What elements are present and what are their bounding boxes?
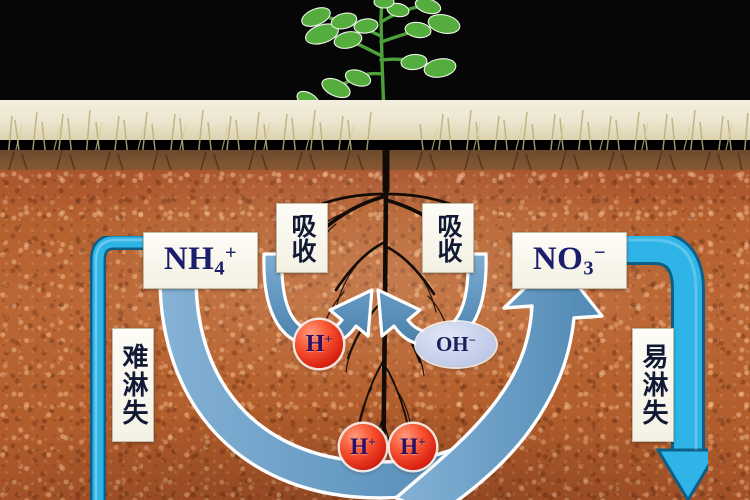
- hplus-charge: +: [324, 331, 333, 347]
- hydrogen-ion-bubble-2: H+: [390, 424, 436, 470]
- hydrogen-ion-bubble-1: H+: [340, 424, 386, 470]
- tomato-seedling-illustration: [296, 0, 461, 114]
- sky-band: [0, 0, 750, 100]
- hydrogen-ion-bubble-main: H+: [295, 320, 343, 368]
- hard-to-leach-label: 难淋失: [112, 328, 154, 442]
- hplus-formula: H: [305, 330, 325, 357]
- hplus-formula: H: [400, 434, 419, 459]
- nitrate-subscript: 3: [583, 257, 595, 280]
- hplus-charge: +: [418, 434, 426, 450]
- ammonium-formula: NH: [163, 240, 215, 277]
- nitrate-formula: NO: [532, 240, 584, 277]
- ammonium-charge: +: [225, 241, 238, 264]
- nitrate-flow-arrow: [394, 256, 604, 500]
- easy-to-leach-label: 易淋失: [632, 328, 674, 442]
- ammonium-subscript: 4: [214, 257, 226, 280]
- uptake-label-right: 吸收: [422, 203, 474, 273]
- hplus-charge: +: [368, 434, 376, 450]
- nitrate-leach-pipe: [598, 236, 708, 500]
- oh-formula: OH: [435, 332, 469, 356]
- easy-to-leach-text: 易淋失: [638, 343, 669, 427]
- uptake-label-left: 吸收: [276, 203, 328, 273]
- uptake-left-text: 吸收: [288, 213, 317, 263]
- nitrate-charge: −: [594, 241, 607, 264]
- nitrate-label: NO3−: [512, 232, 627, 289]
- uptake-arrow-left: [262, 252, 374, 348]
- hard-to-leach-text: 难淋失: [118, 343, 149, 427]
- ammonium-leach-pipe: [90, 236, 156, 500]
- uptake-right-text: 吸收: [434, 213, 463, 263]
- hydroxide-ion-bubble: OH−: [416, 322, 496, 367]
- ammonium-label: NH4+: [143, 232, 258, 289]
- oh-charge: −: [468, 332, 477, 348]
- hplus-formula: H: [350, 434, 369, 459]
